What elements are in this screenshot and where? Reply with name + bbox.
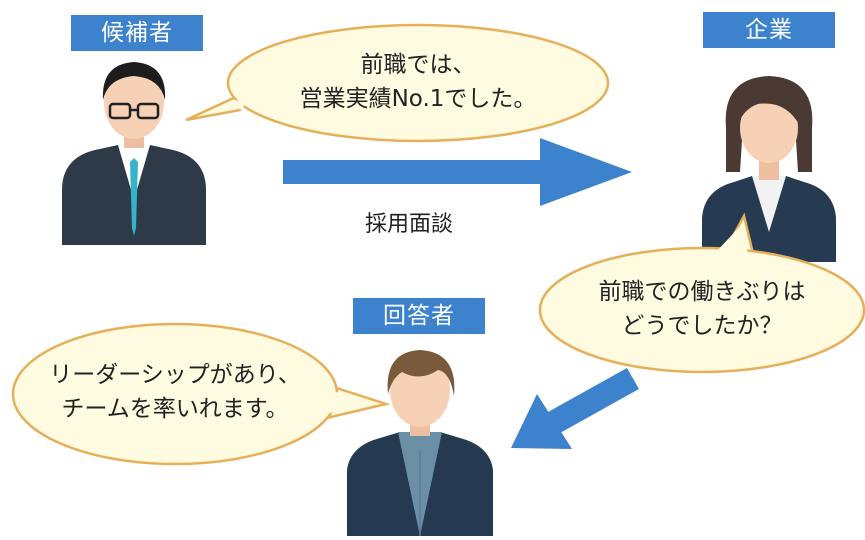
candidate-person xyxy=(62,62,206,245)
arrow-right xyxy=(283,138,632,206)
respondent-label: 回答者 xyxy=(353,298,485,334)
company-speech-text: 前職での働きぶりは どうでしたか？ xyxy=(557,275,847,343)
candidate-speech-line-2: 営業実績No.1でした。 xyxy=(299,86,537,112)
arrow-caption: 採用面談 xyxy=(365,212,454,237)
respondent-speech-bubble xyxy=(11,322,391,466)
company-label: 企業 xyxy=(703,12,835,48)
company-speech-line-1: 前職での働きぶりは xyxy=(598,279,806,305)
candidate-speech-line-1: 前職では、 xyxy=(360,52,476,78)
candidate-label: 候補者 xyxy=(71,15,203,51)
respondent-speech-line-2: チームを率いれます。 xyxy=(61,396,289,422)
company-speech-bubble xyxy=(538,212,865,374)
candidate-speech-text: 前職では、 営業実績No.1でした。 xyxy=(253,48,583,116)
arrow-diagonal xyxy=(511,368,639,449)
candidate-speech-bubble xyxy=(185,23,610,143)
company-speech-line-2: どうでしたか？ xyxy=(621,313,783,339)
company-person xyxy=(702,76,836,262)
respondent-speech-line-1: リーダーシップがあり、 xyxy=(49,362,301,388)
respondent-person xyxy=(347,350,493,536)
respondent-speech-text: リーダーシップがあり、 チームを率いれます。 xyxy=(25,358,325,426)
